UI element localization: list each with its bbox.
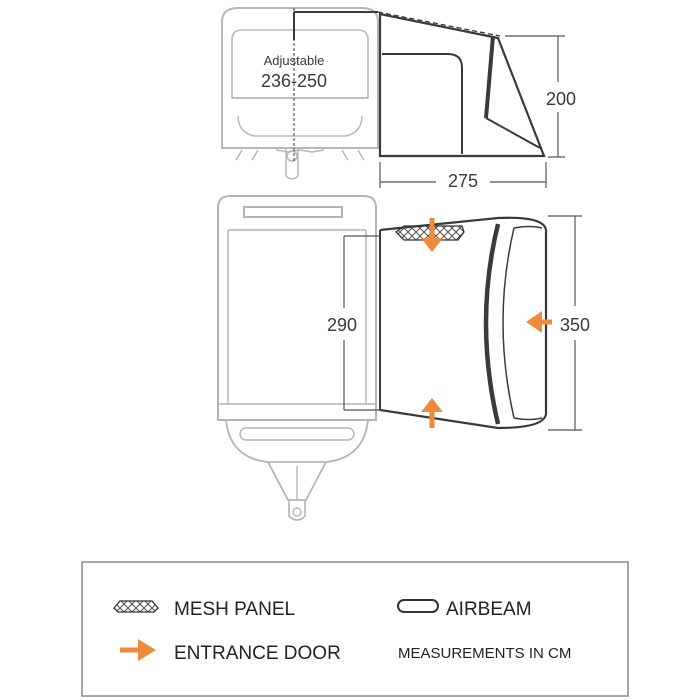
entrance-door-arrow-side <box>526 311 552 333</box>
legend-units-note: MEASUREMENTS IN CM <box>398 645 571 662</box>
awning-depth-label: 350 <box>560 315 590 335</box>
awning-plan-outline <box>379 216 548 430</box>
side-view: Adjustable 236-250 200 275 <box>221 7 576 191</box>
height-dimension <box>505 35 565 158</box>
plan-view: 290 350 <box>217 195 590 521</box>
adjustable-range: 236-250 <box>261 71 327 91</box>
legend-mesh-panel: MESH PANEL <box>174 599 295 620</box>
width-dimension <box>379 162 547 188</box>
caravan-plan-outline <box>217 195 377 521</box>
entrance-door-legend-arrow-icon <box>120 639 156 661</box>
entrance-door-arrow-top <box>421 218 443 252</box>
mesh-panel-icon <box>113 600 159 613</box>
adjustable-label: Adjustable <box>264 53 325 68</box>
airbeam-icon <box>397 599 439 613</box>
caravan-rear-outline <box>221 7 379 180</box>
legend: MESH PANEL AIRBEAM ENTRANCE DOOR MEASURE… <box>81 561 629 697</box>
legend-frame <box>81 561 629 697</box>
caravan-depth-label: 290 <box>327 315 357 335</box>
caravan-depth-dimension <box>343 235 380 411</box>
awning-side-profile <box>293 11 546 158</box>
height-label: 200 <box>546 89 576 109</box>
legend-airbeam: AIRBEAM <box>446 599 532 620</box>
width-label: 275 <box>448 171 478 191</box>
entrance-door-arrow-bottom <box>421 398 443 428</box>
legend-entrance-door: ENTRANCE DOOR <box>174 643 341 664</box>
awning-depth-dimension <box>548 215 582 431</box>
